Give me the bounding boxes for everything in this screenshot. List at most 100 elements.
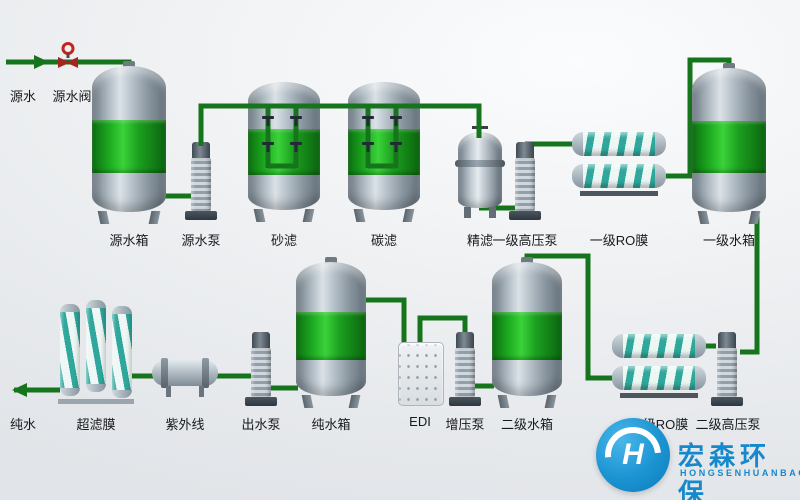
pure-water-tank <box>296 257 366 408</box>
pump-body <box>515 158 535 211</box>
manifold-valve-icon <box>290 142 302 152</box>
pump-motor <box>516 142 534 159</box>
label-uv-sterilizer: 紫外线 <box>165 417 205 432</box>
tank-shell <box>296 262 366 396</box>
manifold-valve-icon <box>290 116 302 126</box>
valve-body <box>58 57 78 68</box>
manifold-valve-icon <box>390 116 402 126</box>
ro-membrane-tube <box>612 366 706 390</box>
label-ro-membrane-1: 一级RO膜 <box>589 233 649 248</box>
label-source-water: 源水 <box>9 89 36 104</box>
uf-base <box>58 399 134 404</box>
uf-membrane-tube <box>112 306 132 398</box>
logo-circle-icon: H <box>593 415 673 495</box>
pump-body <box>455 348 475 397</box>
label-hp-pump-1: 一级高压泵 <box>492 233 558 248</box>
tank-shell <box>692 68 766 212</box>
tank-nozzle <box>325 257 337 266</box>
pump-motor <box>456 332 474 349</box>
filter-leg <box>489 207 496 218</box>
pump-base <box>711 397 743 406</box>
pump-base <box>245 397 277 406</box>
stage1-hp-pump <box>509 142 541 220</box>
outflow-arrow-icon <box>12 383 27 397</box>
pump-base <box>185 211 217 220</box>
manifold-valve-icon <box>362 116 374 126</box>
uv-sterilizer <box>152 358 218 400</box>
filter-leg <box>464 207 471 218</box>
label-water-tank-1: 一级水箱 <box>702 233 755 248</box>
tank-nozzle <box>723 63 735 72</box>
logo-h-icon: H <box>622 438 644 471</box>
source-tank <box>92 61 166 224</box>
logo-name-en: HONGSENHUANBAO <box>680 468 800 478</box>
pump-base <box>449 397 481 406</box>
edi-module <box>398 342 444 406</box>
tank-nozzle <box>521 257 533 266</box>
tank-shell <box>492 262 562 396</box>
label-source-tank: 源水箱 <box>109 233 149 248</box>
label-source-valve: 源水阀 <box>52 89 92 104</box>
uv-flange <box>202 358 209 388</box>
tank-nozzle <box>123 61 135 70</box>
ro-rack <box>580 191 658 196</box>
label-carbon-filter: 碳滤 <box>370 233 397 248</box>
pump-body <box>191 158 211 211</box>
outlet-pump <box>245 332 277 406</box>
uf-membrane-tube <box>86 300 106 392</box>
tank-band <box>492 311 562 360</box>
label-pure-water-tank: 纯水箱 <box>311 417 351 432</box>
manifold-valve-icon <box>362 142 374 152</box>
tank-shell <box>348 82 420 210</box>
tank-band <box>296 311 366 360</box>
filter-shell <box>458 132 502 208</box>
stage1-ro-membranes <box>572 132 666 196</box>
ro-membrane-tube <box>572 132 666 156</box>
source-pump <box>185 142 217 220</box>
ro-membrane-tube <box>572 164 666 188</box>
pump-motor <box>252 332 270 349</box>
manifold-valve-icon <box>262 116 274 126</box>
uv-flange <box>161 358 168 388</box>
company-logo: H 宏森环保 HONGSENHUANBAO <box>593 415 800 500</box>
manifold-valve-icon <box>262 142 274 152</box>
label-water-tank-2: 二级水箱 <box>500 417 553 432</box>
filter-flange <box>455 160 505 167</box>
label-pure-water: 纯水 <box>9 417 36 432</box>
sand-filter-tank <box>248 82 320 222</box>
inflow-arrow-icon <box>34 55 49 69</box>
carbon-filter-tank <box>348 82 420 222</box>
tank-band <box>92 120 166 173</box>
stage1-water-tank <box>692 63 766 224</box>
uv-leg <box>199 386 204 397</box>
uf-membrane-tube <box>60 304 80 396</box>
pump-body <box>251 348 271 397</box>
stage2-hp-pump <box>711 332 743 406</box>
label-hp-pump-2: 二级高压泵 <box>695 417 761 432</box>
uv-leg <box>166 386 171 397</box>
pump-motor <box>192 142 210 159</box>
tank-band <box>692 121 766 174</box>
stage2-ro-membranes <box>612 334 706 398</box>
manifold-runs <box>198 103 482 169</box>
booster-pump <box>449 332 481 406</box>
pump-body <box>717 348 737 397</box>
tank-shell <box>92 66 166 212</box>
pump-base <box>509 211 541 220</box>
ro-membrane-tube <box>612 334 706 358</box>
ro-rack <box>620 393 698 398</box>
label-source-pump: 源水泵 <box>181 233 221 248</box>
label-sand-filter: 砂滤 <box>270 233 297 248</box>
tank-shell <box>248 82 320 210</box>
label-booster-pump: 增压泵 <box>445 417 485 432</box>
label-fine-filter: 精滤 <box>466 233 493 248</box>
uf-membrane-bank <box>58 298 134 404</box>
valve-stem <box>66 53 70 58</box>
manifold-valve-icon <box>390 142 402 152</box>
pump-motor <box>718 332 736 349</box>
source-valve <box>56 42 80 68</box>
label-outlet-pump: 出水泵 <box>241 417 281 432</box>
label-uf-membrane: 超滤膜 <box>76 417 116 432</box>
logo-name-cn: 宏森环保 <box>678 441 772 500</box>
